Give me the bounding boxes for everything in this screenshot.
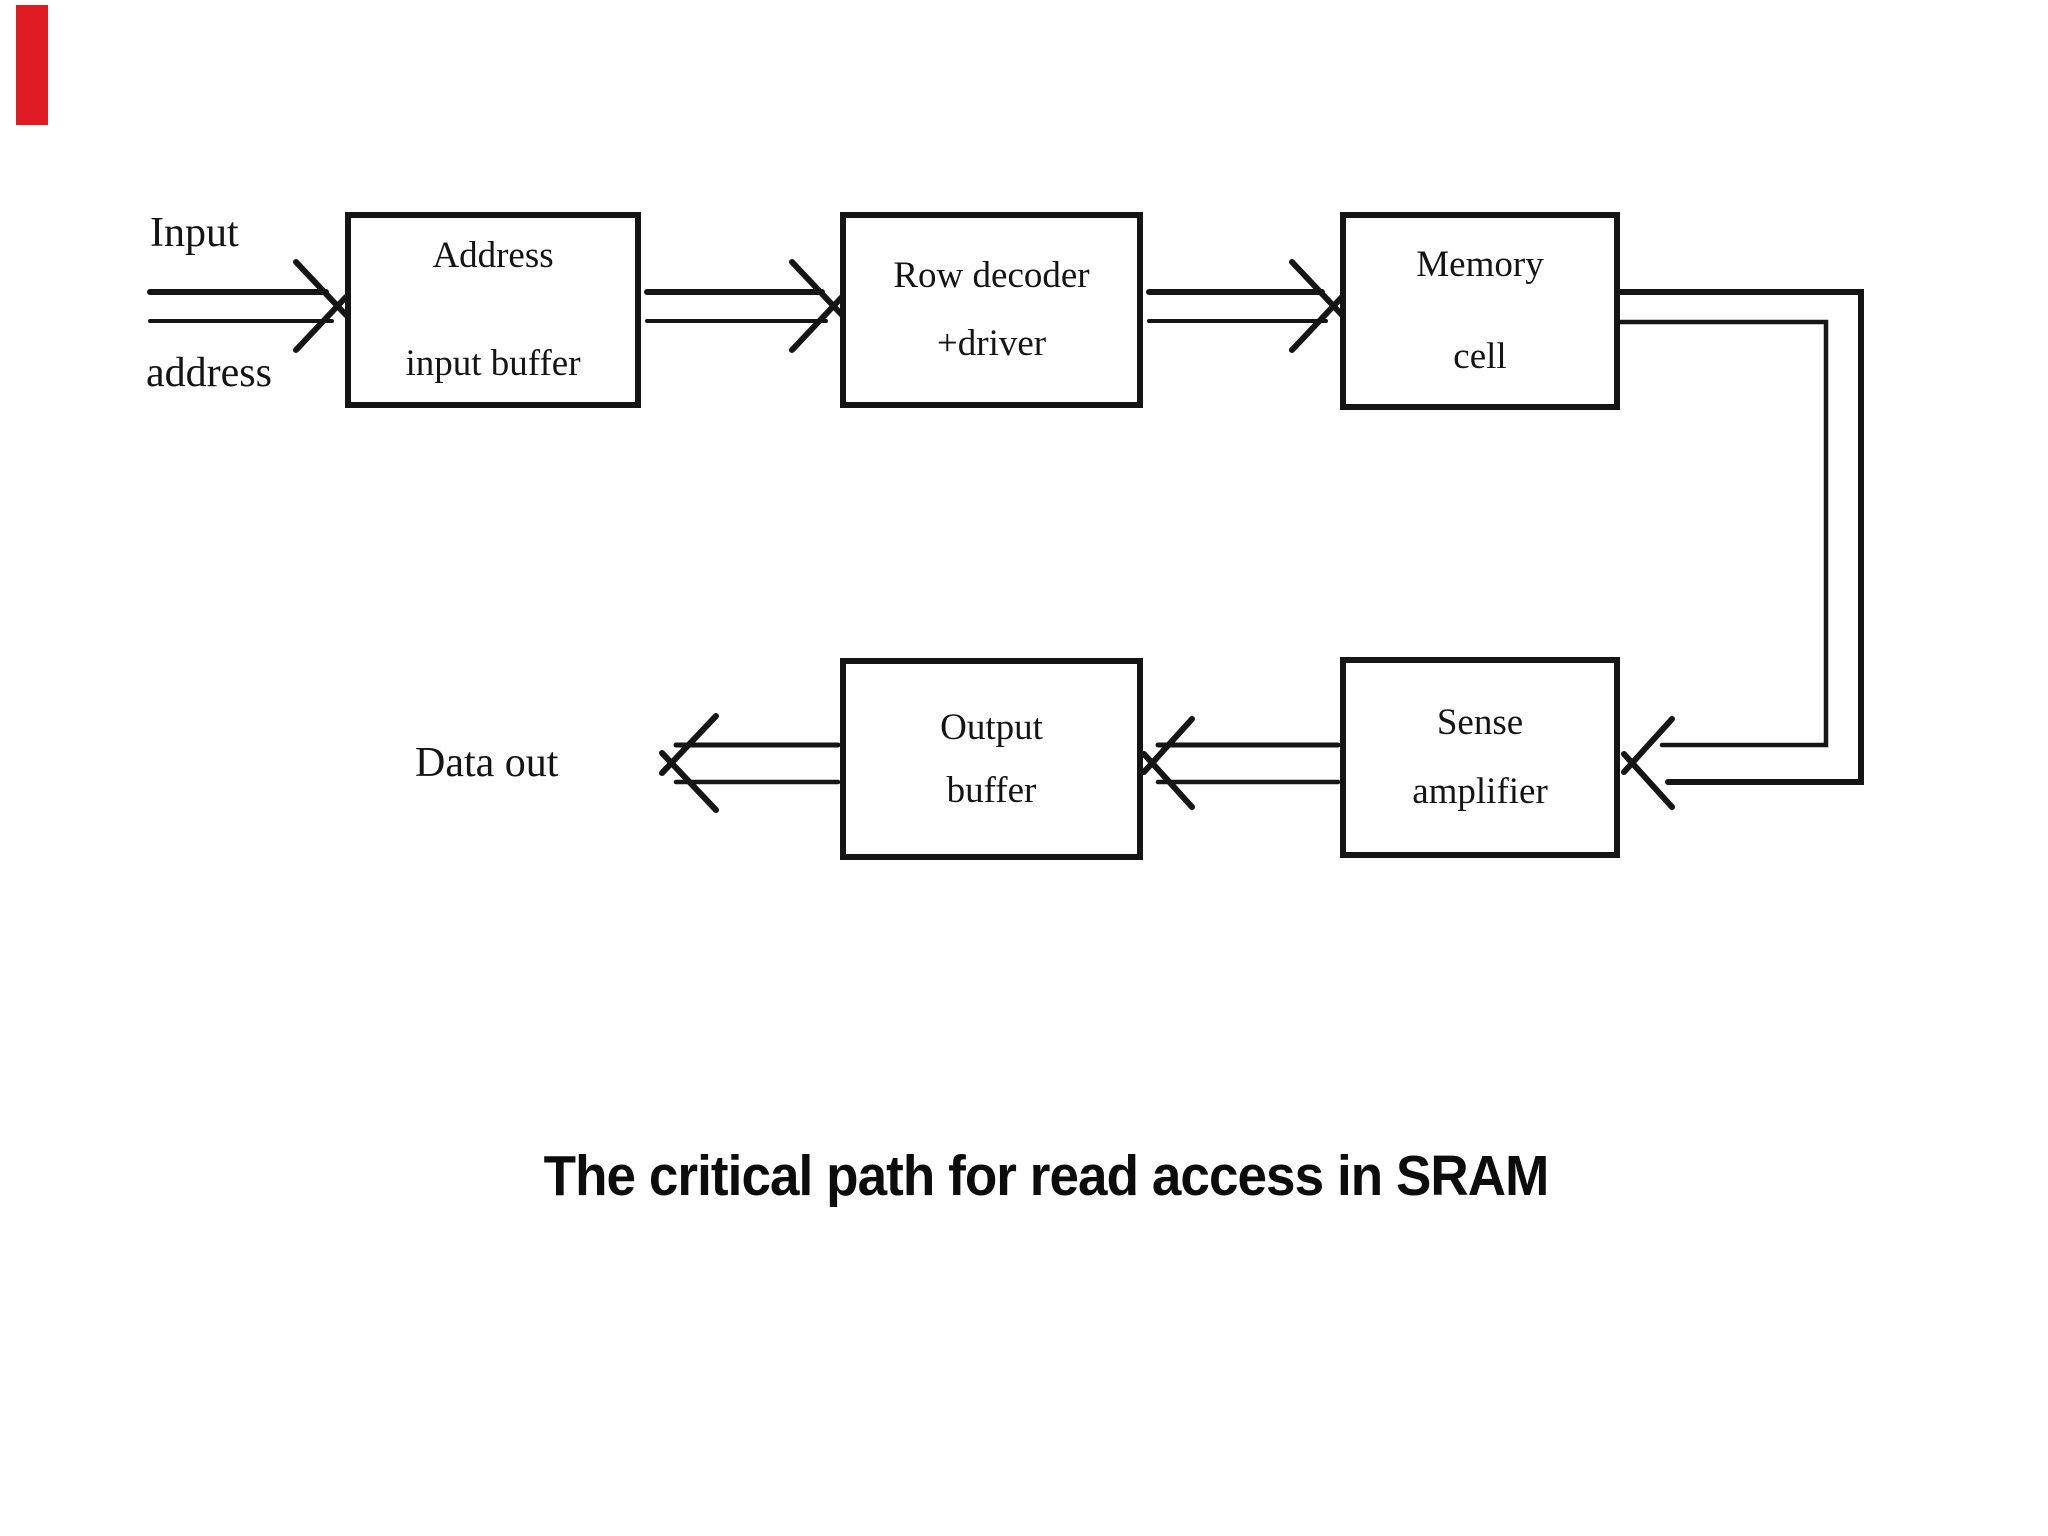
block-row-decoder-driver: Row decoder +driver bbox=[840, 212, 1143, 408]
data-out-label: Data out bbox=[415, 740, 559, 786]
connector-output-buffer-to-data-out bbox=[659, 713, 841, 813]
block-label-line: buffer bbox=[946, 769, 1037, 811]
connector-address-buffer-to-row-decoder bbox=[644, 259, 845, 353]
block-output-buffer: Output buffer bbox=[840, 658, 1143, 860]
block-label-line: input buffer bbox=[405, 343, 581, 384]
block-label-line: Row decoder bbox=[893, 255, 1090, 296]
connector-memory-cell-to-sense-amplifier bbox=[1617, 289, 1864, 810]
slide-title: The critical path for read access in SRA… bbox=[543, 1144, 1550, 1208]
block-label-line: Address bbox=[432, 235, 554, 276]
block-label-line: +driver bbox=[936, 323, 1047, 364]
connector-row-decoder-to-memory-cell bbox=[1146, 259, 1345, 353]
input-address-label-line2: address bbox=[146, 350, 272, 396]
connector-input-to-address-buffer bbox=[147, 259, 349, 353]
block-label-line: amplifier bbox=[1412, 771, 1548, 812]
block-label-line: Memory bbox=[1416, 244, 1544, 285]
block-sense-amplifier: Sense amplifier bbox=[1340, 657, 1620, 858]
block-label-line: Sense bbox=[1436, 702, 1524, 743]
red-accent-bar bbox=[16, 5, 48, 125]
input-address-label-line1: Input bbox=[150, 210, 239, 256]
block-address-input-buffer: Address input buffer bbox=[345, 212, 641, 408]
block-label-line: Output bbox=[940, 706, 1043, 748]
block-memory-cell: Memory cell bbox=[1340, 212, 1620, 410]
block-label-line: cell bbox=[1453, 336, 1507, 377]
connector-sense-amplifier-to-output-buffer bbox=[1141, 716, 1341, 810]
